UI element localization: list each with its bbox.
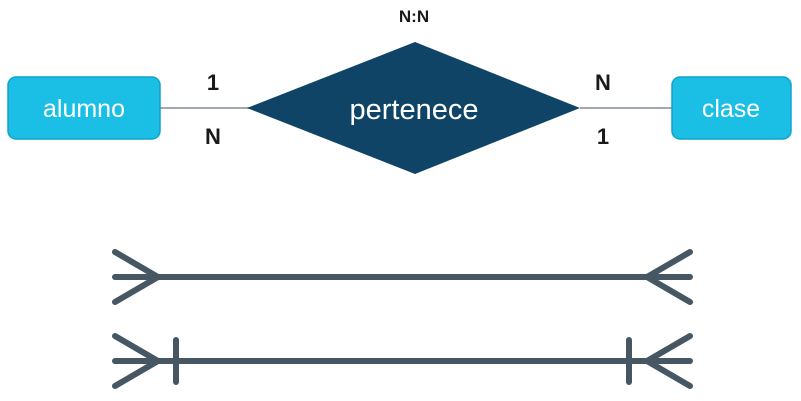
relationship-pertenece[interactable]: pertenece [247, 42, 580, 174]
entity-clase-box [671, 76, 792, 140]
entity-clase[interactable]: clase [671, 76, 792, 140]
relationship-ratio: N:N [399, 7, 429, 26]
relationship-label: pertenece [350, 94, 479, 126]
entity-alumno[interactable]: alumno [7, 76, 161, 140]
cardinality-left-bottom: N [205, 124, 221, 149]
notation-many-to-many [112, 249, 693, 305]
entity-alumno-label: alumno [43, 95, 125, 123]
cardinality-left-top: 1 [207, 70, 219, 95]
notation-one-or-many [112, 333, 693, 389]
relationship-diamond [247, 42, 580, 174]
cardinality-right-top: N [595, 70, 611, 95]
cardinality-right-bottom: 1 [597, 124, 609, 149]
notation-row2-right-crow-foot-icon [641, 333, 693, 389]
notation-row1-left-crow-foot-icon [112, 249, 164, 305]
notation-row1-right-crow-foot-icon [641, 249, 693, 305]
entity-alumno-box [7, 76, 161, 140]
notation-row2-left-crow-foot-icon [112, 333, 164, 389]
entity-clase-label: clase [702, 95, 760, 123]
